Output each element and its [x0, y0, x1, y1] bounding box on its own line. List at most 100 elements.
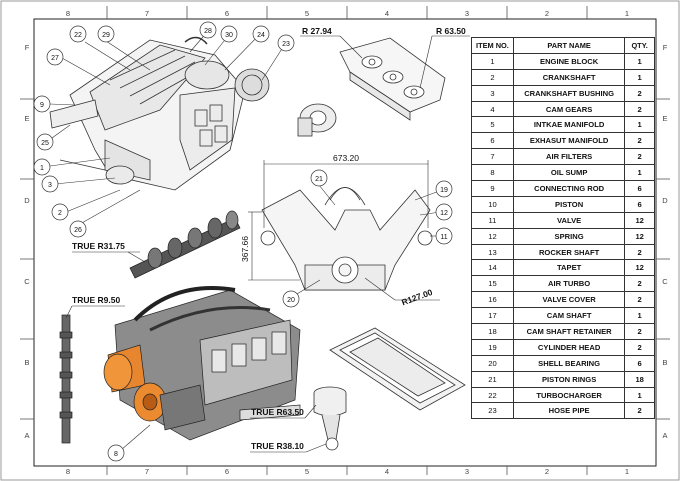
- qty: 2: [624, 402, 655, 420]
- qty: 6: [624, 195, 655, 213]
- qty: 1: [624, 52, 655, 70]
- part-name: CAM SHAFT: [512, 307, 626, 325]
- row-label: D: [24, 196, 30, 205]
- col-label: 8: [66, 9, 70, 18]
- col-label: 6: [225, 9, 229, 18]
- col-label: 5: [305, 9, 309, 18]
- balloon: 25: [41, 140, 49, 147]
- header-item-no: ITEM NO.: [471, 37, 514, 54]
- front-view-engine: [260, 187, 433, 291]
- item-no: 17: [471, 307, 514, 325]
- qty: 2: [624, 132, 655, 150]
- item-no: 15: [471, 275, 514, 293]
- part-name: OIL SUMP: [512, 164, 626, 182]
- qty: 2: [624, 275, 655, 293]
- dim-true-r9: TRUE R9.50: [72, 295, 120, 305]
- cyl-head-leaders: [300, 35, 470, 89]
- col-label: 2: [545, 9, 549, 18]
- crank-leader: [127, 251, 146, 263]
- dim-367: 367.66: [240, 236, 250, 262]
- item-no: 4: [471, 100, 514, 118]
- item-no: 13: [471, 243, 514, 261]
- part-name: CRANKSHAFT: [512, 68, 626, 86]
- part-name: ROCKER SHAFT: [512, 243, 626, 261]
- row-label: F: [25, 43, 30, 52]
- inner-frame: [33, 18, 657, 467]
- balloon: 2: [58, 210, 62, 217]
- qty: 6: [624, 354, 655, 372]
- dim-true-r31: TRUE R31.75: [72, 241, 125, 251]
- qty: 1: [624, 386, 655, 404]
- row-label: E: [24, 114, 29, 123]
- part-name: TURBOCHARGER: [512, 386, 626, 404]
- balloon: 11: [440, 234, 447, 241]
- turbo-part: [297, 103, 337, 137]
- col-label: 2: [545, 467, 549, 476]
- part-name: PISTON RINGS: [512, 370, 626, 388]
- oil-sump-part: [329, 327, 466, 411]
- balloon: 19: [440, 187, 448, 194]
- render-leader: [120, 424, 151, 451]
- balloon: 23: [282, 41, 290, 48]
- item-no: 18: [471, 323, 514, 340]
- balloon: 27: [51, 55, 59, 62]
- item-no: 16: [471, 291, 514, 309]
- part-name: PISTON: [512, 195, 626, 213]
- col-label: 1: [625, 467, 629, 476]
- header-part-name: PART NAME: [512, 37, 626, 54]
- col-label: 7: [145, 9, 149, 18]
- front-view-balloons: 21 19 12 11 20: [282, 169, 453, 308]
- part-name: AIR FILTERS: [512, 148, 626, 166]
- col-label: 5: [305, 467, 309, 476]
- row-label: B: [24, 358, 29, 367]
- camshaft-part: [59, 314, 73, 444]
- col-label: 8: [66, 467, 70, 476]
- item-no: 21: [471, 370, 514, 388]
- qty: 2: [624, 148, 655, 166]
- part-name: TAPET: [512, 259, 626, 277]
- qty: 1: [624, 116, 655, 134]
- piston-leaders: [250, 404, 327, 453]
- balloon: 29: [102, 32, 110, 39]
- item-no: 12: [471, 227, 514, 245]
- row-label: D: [662, 196, 668, 205]
- qty: 12: [624, 227, 655, 245]
- item-no: 3: [471, 84, 514, 102]
- row-label: A: [662, 431, 667, 440]
- balloon: 8: [114, 451, 118, 458]
- engine-balloons: 22 29 28 30 24 23 27 9 25 1 3 2 26: [33, 21, 295, 238]
- cam-leader: [65, 305, 73, 319]
- item-no: 14: [471, 259, 514, 277]
- item-no: 11: [471, 211, 514, 229]
- balloon: 28: [204, 28, 212, 35]
- qty: 2: [624, 291, 655, 309]
- qty: 12: [624, 211, 655, 229]
- balloon: 22: [74, 32, 82, 39]
- part-name: CONNECTING ROD: [512, 180, 626, 197]
- balloon: 12: [440, 210, 448, 217]
- balloon: 1: [40, 165, 44, 172]
- zone-ticks: [20, 6, 670, 475]
- item-no: 6: [471, 132, 514, 150]
- dim-r63: R 63.50: [436, 26, 466, 36]
- balloon: 30: [225, 32, 233, 39]
- part-name: VALVE: [512, 211, 626, 229]
- item-no: 2: [471, 68, 514, 86]
- cylinder-head-view: [339, 37, 446, 121]
- item-no: 5: [471, 116, 514, 134]
- header-qty: QTY.: [624, 37, 655, 54]
- item-no: 20: [471, 354, 514, 372]
- engine-render: [103, 286, 301, 441]
